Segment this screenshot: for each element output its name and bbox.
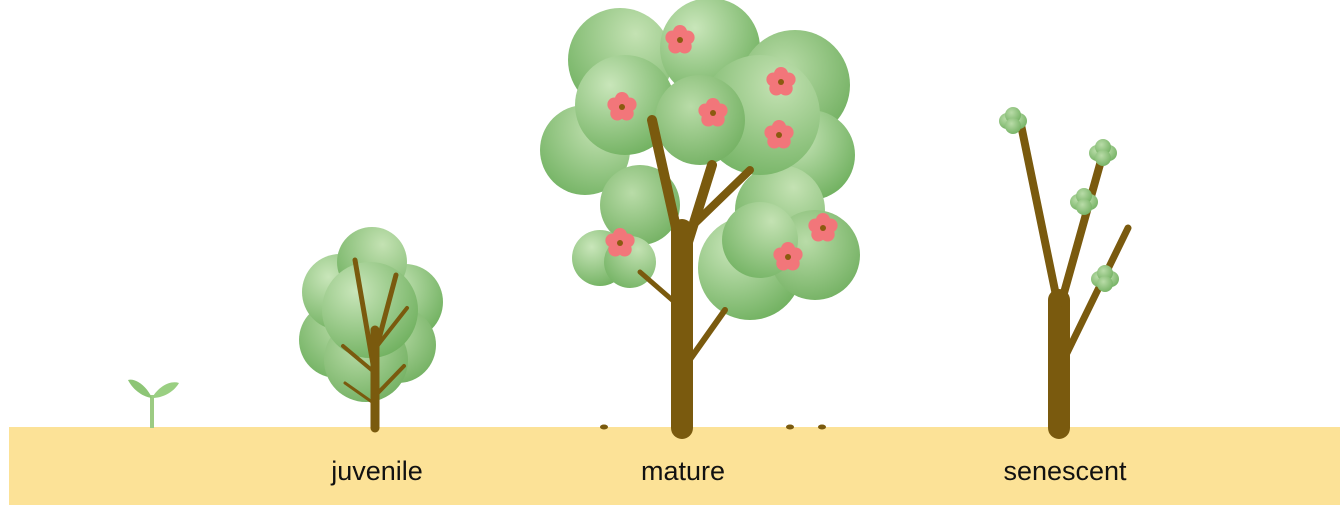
label-juvenile: juvenile [331, 456, 423, 487]
seedling [128, 380, 179, 428]
label-mature: mature [641, 456, 725, 487]
mature-tree [540, 0, 860, 430]
senescent-tree [999, 107, 1128, 428]
senescent-leaf-clusters [999, 107, 1119, 292]
label-senescent: senescent [1003, 456, 1126, 487]
juvenile-tree [299, 227, 443, 428]
